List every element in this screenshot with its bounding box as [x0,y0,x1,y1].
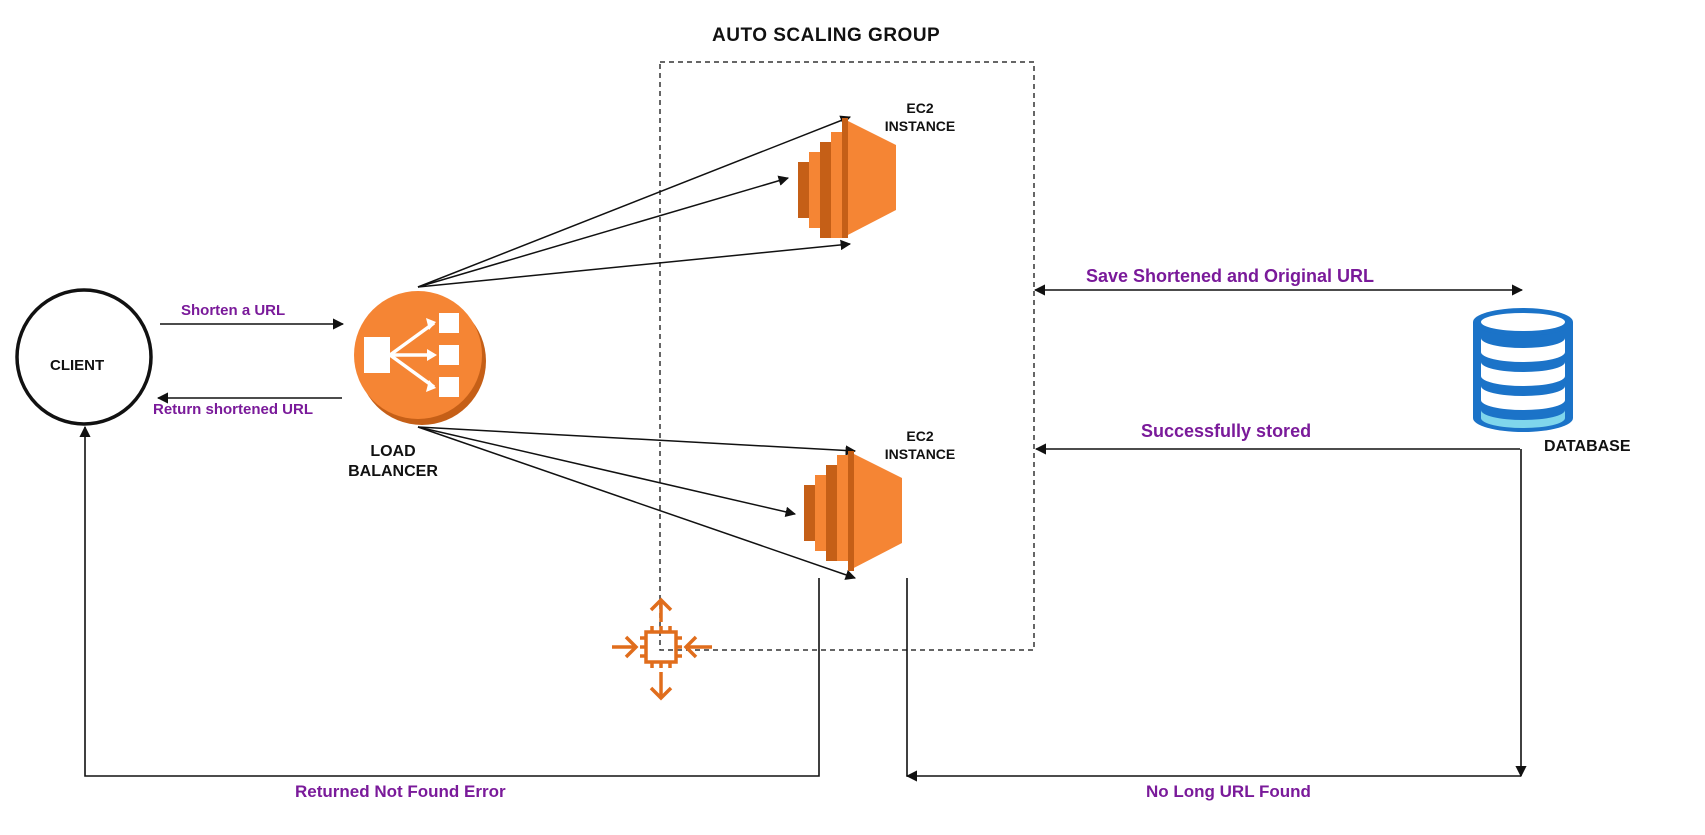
database-icon [1473,308,1573,432]
arrow-lb-ec2-top-2 [417,175,790,288]
ec2-top-label-line1: EC2 [906,100,934,116]
edge-label-return-shortened: Return shortened URL [153,401,314,418]
edge-label-save: Save Shortened and Original URL [1086,266,1375,286]
arrow-lb-ec2-bottom-1 [417,426,857,456]
ec2-top-label: EC2 INSTANCE [868,99,972,135]
arrow-lb-ec2-bottom-2 [417,426,797,517]
load-balancer-label-line2: BALANCER [348,463,438,480]
edge-label-stored: Successfully stored [1141,421,1312,441]
arrow-lb-ec2-bottom-3 [417,426,856,580]
arrow-not-found-error [79,425,820,777]
auto-scaling-group-box [659,61,1035,651]
load-balancer-icon [354,291,486,425]
client-label: CLIENT [50,357,105,374]
ec2-top-label-line2: INSTANCE [884,118,956,134]
arrow-lb-ec2-top-1 [417,115,851,288]
ec2-top-icon [798,118,896,238]
ec2-bottom-label-line1: EC2 [906,428,934,444]
edge-label-shorten: Shorten a URL [181,302,286,319]
ec2-bottom-icon [804,451,902,571]
edge-label-not-found-error: Returned Not Found Error [295,782,506,801]
database-label: DATABASE [1544,438,1631,455]
arrow-no-long-url [906,578,1521,777]
ec2-bottom-label-line2: INSTANCE [884,446,956,462]
ec2-bottom-label: EC2 INSTANCE [868,427,972,463]
auto-scaling-icon [612,597,712,701]
client-node [15,288,153,426]
load-balancer-label: LOAD BALANCER [338,442,448,482]
edge-label-no-long-url: No Long URL Found [1146,782,1311,801]
load-balancer-label-line1: LOAD [370,443,416,460]
asg-title: AUTO SCALING GROUP [712,25,941,46]
arrow-lb-ec2-top-3 [417,239,852,288]
